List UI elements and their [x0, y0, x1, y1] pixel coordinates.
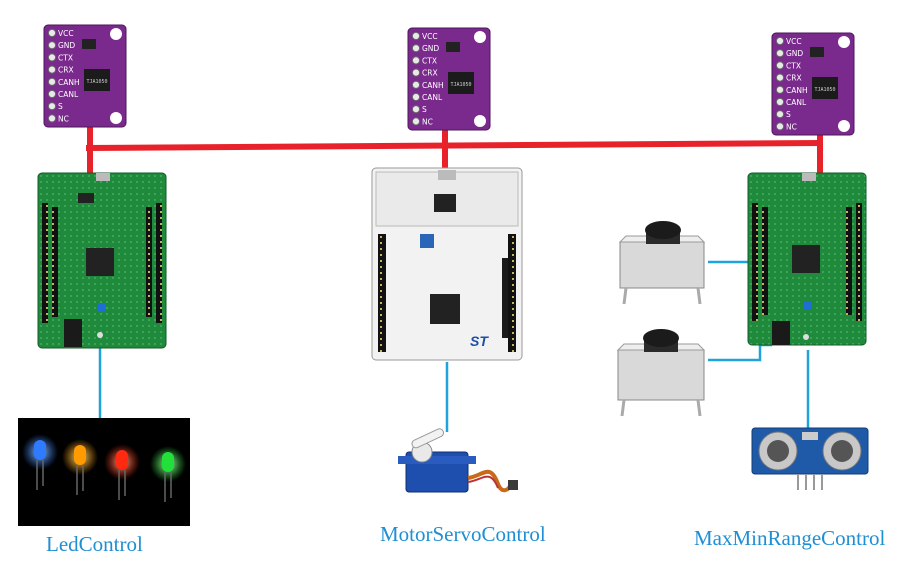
transceiver-pin [47, 41, 57, 50]
transceiver-pin-label: CANH [58, 78, 80, 87]
transceiver-pin-label: VCC [58, 29, 74, 38]
transceiver-pin-label: VCC [422, 32, 438, 41]
transceiver-pin-label: CANL [786, 98, 807, 107]
transceiver-pin-label: GND [786, 49, 803, 58]
transceiver-pin-label: CANL [422, 93, 443, 102]
transceiver-pin-label: GND [58, 41, 75, 50]
transceiver-pin [411, 117, 421, 126]
transceiver-regulator [82, 39, 96, 49]
servo-motor [398, 428, 518, 493]
transceiver-pin-label: VCC [786, 37, 802, 46]
ultrasonic-sensor [751, 427, 869, 490]
transceiver-pin [47, 53, 57, 62]
transceiver-pin [775, 110, 785, 119]
can-transceiver-right: TJA1050 VCC GND CTX CRX CANH CANL S NC [771, 32, 855, 136]
transceiver-pin-label: CRX [422, 69, 438, 78]
transceiver-pin-label: CRX [786, 74, 802, 83]
can-bus-main-line [85, 140, 823, 151]
transceiver-pin [775, 122, 785, 131]
transceiver-pin [47, 114, 57, 123]
led-1 [74, 445, 86, 465]
transceiver-pin [411, 44, 421, 53]
transceiver-regulator [810, 47, 824, 57]
mount-hole [838, 36, 850, 48]
transceiver-pin [775, 97, 785, 107]
transceiver-chip [84, 69, 110, 91]
can-transceiver-left: TJA1050 VCC GND CTX CRX CANH CANL S NC [43, 24, 127, 128]
transceiver-pin-label: CANL [58, 90, 79, 99]
mount-hole [110, 112, 122, 124]
transceiver-pin [47, 65, 57, 74]
transceiver-chip-label: TJA1050 [86, 79, 107, 85]
transceiver-pin-label: CANH [422, 81, 444, 90]
transceiver-regulator [446, 42, 460, 52]
mount-hole [110, 28, 122, 40]
transceiver-pin [411, 92, 421, 102]
led-2 [116, 450, 128, 470]
discovery-board-left [37, 172, 167, 349]
transceiver-pin-label: NC [58, 114, 69, 123]
transceiver-pin [411, 68, 421, 77]
transceiver-pin [47, 28, 57, 38]
transceiver-pin-label: CANH [786, 86, 808, 95]
transceiver-pin-label: S [422, 105, 427, 114]
transceiver-pin-label: S [786, 110, 791, 119]
transceiver-chip-label: TJA1050 [450, 82, 471, 88]
transceiver-pin-label: CTX [58, 53, 73, 62]
mount-hole [474, 115, 486, 127]
mount-hole [474, 31, 486, 43]
transceiver-pin-label: CTX [422, 56, 437, 65]
transceiver-pin [411, 105, 421, 114]
nucleo-logo: ST [470, 333, 489, 349]
discovery-board-right [747, 172, 867, 346]
transceiver-pin-label: CRX [58, 66, 74, 75]
transceiver-pin-label: S [58, 102, 63, 111]
caption-led-control: LedControl [46, 532, 143, 556]
transceiver-pin [411, 31, 421, 41]
transceiver-chip-label: TJA1050 [814, 87, 835, 93]
caption-max-min-range-control: MaxMinRangeControl [694, 526, 886, 550]
can-transceiver-center: TJA1050 VCC GND CTX CRX CANH CANL S NC [407, 27, 491, 131]
transceiver-chip [812, 77, 838, 99]
can-bus-lines [85, 127, 823, 175]
push-button-1 [618, 221, 706, 305]
transceiver-pin [775, 49, 785, 58]
transceiver-pin [775, 85, 785, 94]
transceiver-pin [47, 77, 57, 86]
led-0 [34, 440, 46, 460]
transceiver-pin [411, 56, 421, 65]
led-strip [18, 418, 190, 526]
transceiver-chip [448, 72, 474, 94]
wire-button-2 [708, 343, 772, 362]
push-button-2 [616, 329, 706, 417]
transceiver-pin [775, 61, 785, 70]
transceiver-pin-label: NC [786, 122, 797, 131]
nucleo-board: ST [371, 167, 523, 361]
led-3 [162, 452, 174, 472]
transceiver-pin-label: GND [422, 44, 439, 53]
transceiver-pin [775, 73, 785, 82]
mount-hole [838, 120, 850, 132]
caption-motor-servo-control: MotorServoControl [380, 522, 546, 546]
transceiver-pin [47, 89, 57, 99]
transceiver-pin-label: CTX [786, 61, 801, 70]
transceiver-pin [47, 102, 57, 111]
transceiver-pin [775, 36, 785, 46]
transceiver-pin-label: NC [422, 117, 433, 126]
transceiver-pin [411, 80, 421, 89]
